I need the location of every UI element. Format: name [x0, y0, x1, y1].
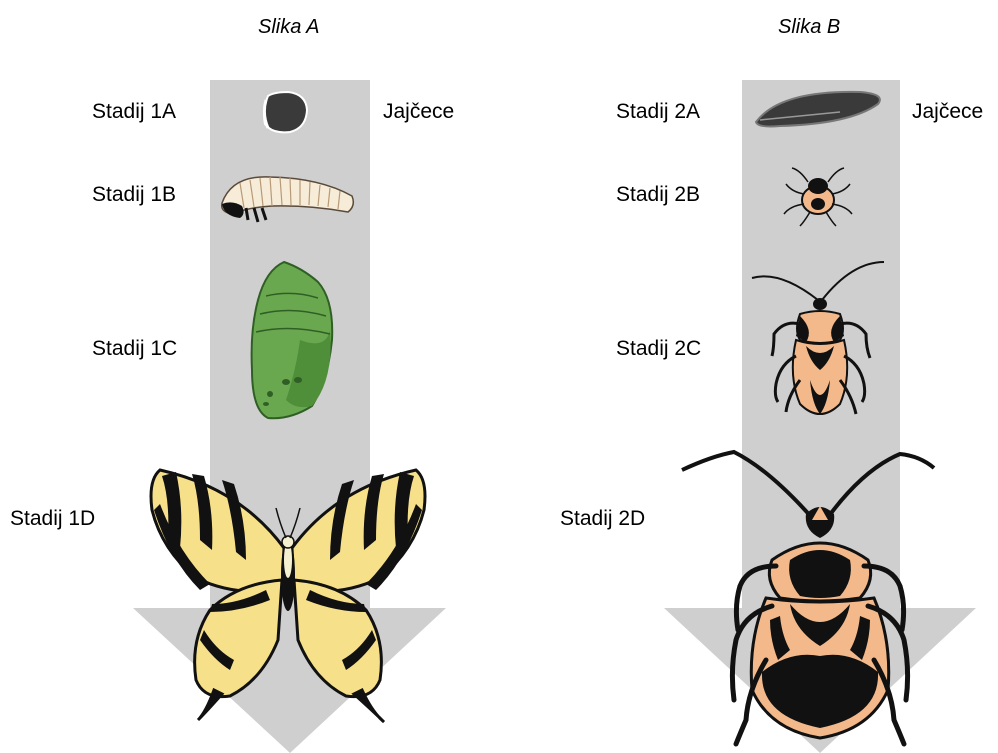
egg-label-b: Jajčece: [912, 101, 983, 122]
stage-2d-label: Stadij 2D: [560, 508, 645, 529]
stage-2a-label: Stadij 2A: [616, 101, 700, 122]
panel-a-title: Slika A: [258, 17, 320, 37]
stage-1d-label: Stadij 1D: [10, 508, 95, 529]
stage-1b-label: Stadij 1B: [92, 184, 176, 205]
egg-icon: [264, 92, 307, 132]
stage-1a-label: Stadij 1A: [92, 101, 176, 122]
label-bg: [510, 560, 742, 608]
egg-label-a: Jajčece: [383, 101, 454, 122]
panel-b-title: Slika B: [778, 17, 840, 37]
stage-2b-label: Stadij 2B: [616, 184, 700, 205]
stage-1c-label: Stadij 1C: [92, 338, 177, 359]
stage-2c-label: Stadij 2C: [616, 338, 701, 359]
